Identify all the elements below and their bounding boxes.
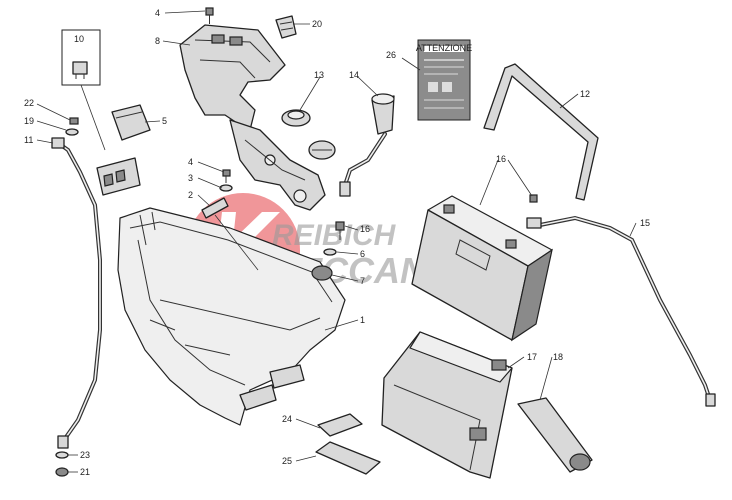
part-20-clip xyxy=(275,15,297,39)
part-15-cable xyxy=(526,215,716,407)
callout-2: 2 xyxy=(188,190,193,200)
callout-23: 23 xyxy=(80,450,90,460)
part-12-strap xyxy=(483,63,599,201)
callout-25: 25 xyxy=(282,456,292,466)
callout-12: 12 xyxy=(580,89,590,99)
callout-13: 13 xyxy=(314,70,324,80)
part-24-pad xyxy=(317,413,363,437)
part-13-cap xyxy=(281,109,336,160)
fasteners-center xyxy=(201,169,233,219)
part-8-bracket xyxy=(179,24,326,211)
leader-lines xyxy=(36,10,637,473)
callout-19: 19 xyxy=(24,116,34,126)
callout-6: 6 xyxy=(360,249,365,259)
callout-4-mid: 4 xyxy=(188,157,193,167)
fasteners-right xyxy=(311,194,538,281)
part-11-cable xyxy=(51,137,102,449)
callout-24: 24 xyxy=(282,414,292,424)
callout-26: 26 xyxy=(386,50,396,60)
fasteners-left xyxy=(55,117,79,477)
fuse-box xyxy=(96,157,141,196)
part-5-relay xyxy=(111,104,151,141)
callout-10: 10 xyxy=(74,34,84,44)
callout-8: 8 xyxy=(155,36,160,46)
callout-3: 3 xyxy=(188,173,193,183)
label-plate-title: ATTENZIONE xyxy=(416,43,472,53)
callout-5: 5 xyxy=(162,116,167,126)
part-18-pad xyxy=(517,397,593,473)
callout-16-mid: 16 xyxy=(360,224,370,234)
callout-1: 1 xyxy=(360,315,365,325)
callout-14: 14 xyxy=(349,70,359,80)
part-4-screw-top xyxy=(205,7,214,24)
callout-21: 21 xyxy=(80,467,90,477)
callout-20: 20 xyxy=(312,19,322,29)
callout-15: 15 xyxy=(640,218,650,228)
part-10-fuse-inset xyxy=(61,29,106,151)
callout-18: 18 xyxy=(553,352,563,362)
watermark-line1: REIBICH xyxy=(272,219,397,252)
part-17-battery-box xyxy=(381,331,513,479)
callout-17: 17 xyxy=(527,352,537,362)
part-1-battery-tray xyxy=(117,207,346,426)
callout-numbers: 4 8 20 10 13 14 26 12 5 22 19 11 4 3 2 1… xyxy=(24,8,650,477)
part-25-pad xyxy=(315,441,381,475)
part-26-label-plate: ATTENZIONE xyxy=(416,39,472,121)
callout-7: 7 xyxy=(360,276,365,286)
battery xyxy=(411,195,553,342)
callout-16-top: 16 xyxy=(496,154,506,164)
part-14-socket xyxy=(339,93,395,197)
callout-22: 22 xyxy=(24,98,34,108)
callout-4-top: 4 xyxy=(155,8,160,18)
callout-11: 11 xyxy=(24,135,33,145)
